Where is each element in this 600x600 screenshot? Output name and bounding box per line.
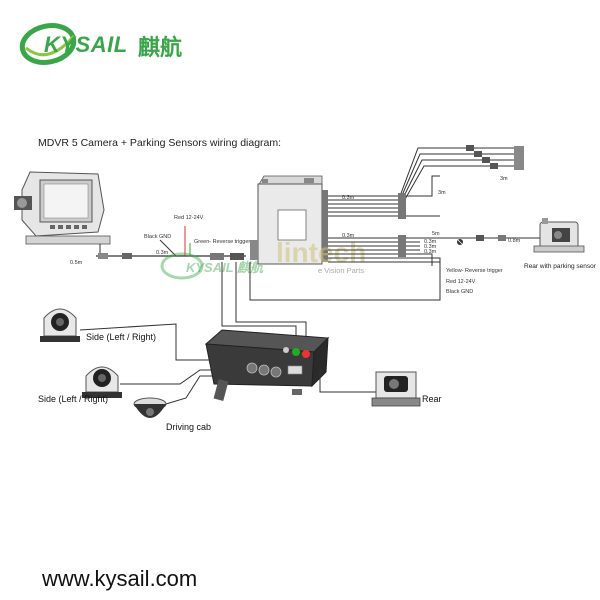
- rear-camera-icon: [371, 371, 421, 407]
- monitor-icon: [14, 171, 111, 245]
- label-cab: Driving cab: [166, 422, 211, 432]
- label-red-power-2: Red 12-24V: [446, 279, 476, 285]
- kysail-logo-swoosh-icon: [19, 23, 77, 65]
- junction-box-icon: [250, 175, 328, 265]
- label-red-power: Red 12-24V: [174, 215, 204, 221]
- brand-name-cn: 麒航: [138, 36, 183, 61]
- label-box-len-top: 0.3m: [342, 195, 355, 201]
- label-rear-parking: Rear with parking sensor: [524, 263, 597, 270]
- label-3m-far: 3m: [500, 176, 508, 182]
- label-len-r3: 0.3m: [424, 249, 437, 255]
- label-5m: 5m: [432, 231, 440, 237]
- label-side-2: Side (Left / Right): [38, 394, 108, 404]
- label-power-len: 0.3m: [156, 250, 169, 256]
- label-len-r1: 0.3m: [424, 239, 437, 245]
- side-camera-1-icon: [40, 308, 80, 342]
- brand-name: KYSAIL: [44, 32, 128, 57]
- mdvr-unit-icon: [204, 329, 330, 401]
- footer-url: www.kysail.com: [42, 566, 198, 591]
- diagram-title: MDVR 5 Camera + Parking Sensors wiring d…: [38, 137, 282, 149]
- label-rear: Rear: [422, 394, 442, 404]
- label-monitor-len: 0.5m: [70, 260, 83, 266]
- label-0-8m: 0.8m: [508, 238, 521, 244]
- watermark-lintech-sub: e Vision Parts: [318, 266, 364, 275]
- label-len-r2: 0.3m: [424, 244, 437, 250]
- label-3m-top: 3m: [438, 190, 446, 196]
- cab-dome-camera-icon: [133, 397, 167, 418]
- label-box-len-mid: 0.3m: [342, 233, 355, 239]
- label-black-gnd-2: Black GND: [446, 289, 473, 295]
- watermark-kysail-text: KYSAIL 麒航: [186, 260, 265, 275]
- side-camera-2-icon: [82, 366, 122, 398]
- label-black-gnd: Black GND: [144, 234, 171, 240]
- rear-parking-sensor-camera-icon: [533, 218, 585, 253]
- label-yellow-trigger: Yellow- Reverse trigger: [446, 268, 503, 274]
- watermark-kysail: [160, 252, 204, 280]
- label-green-trigger: Green- Reverse trigger: [194, 239, 250, 245]
- label-side-1: Side (Left / Right): [86, 332, 156, 342]
